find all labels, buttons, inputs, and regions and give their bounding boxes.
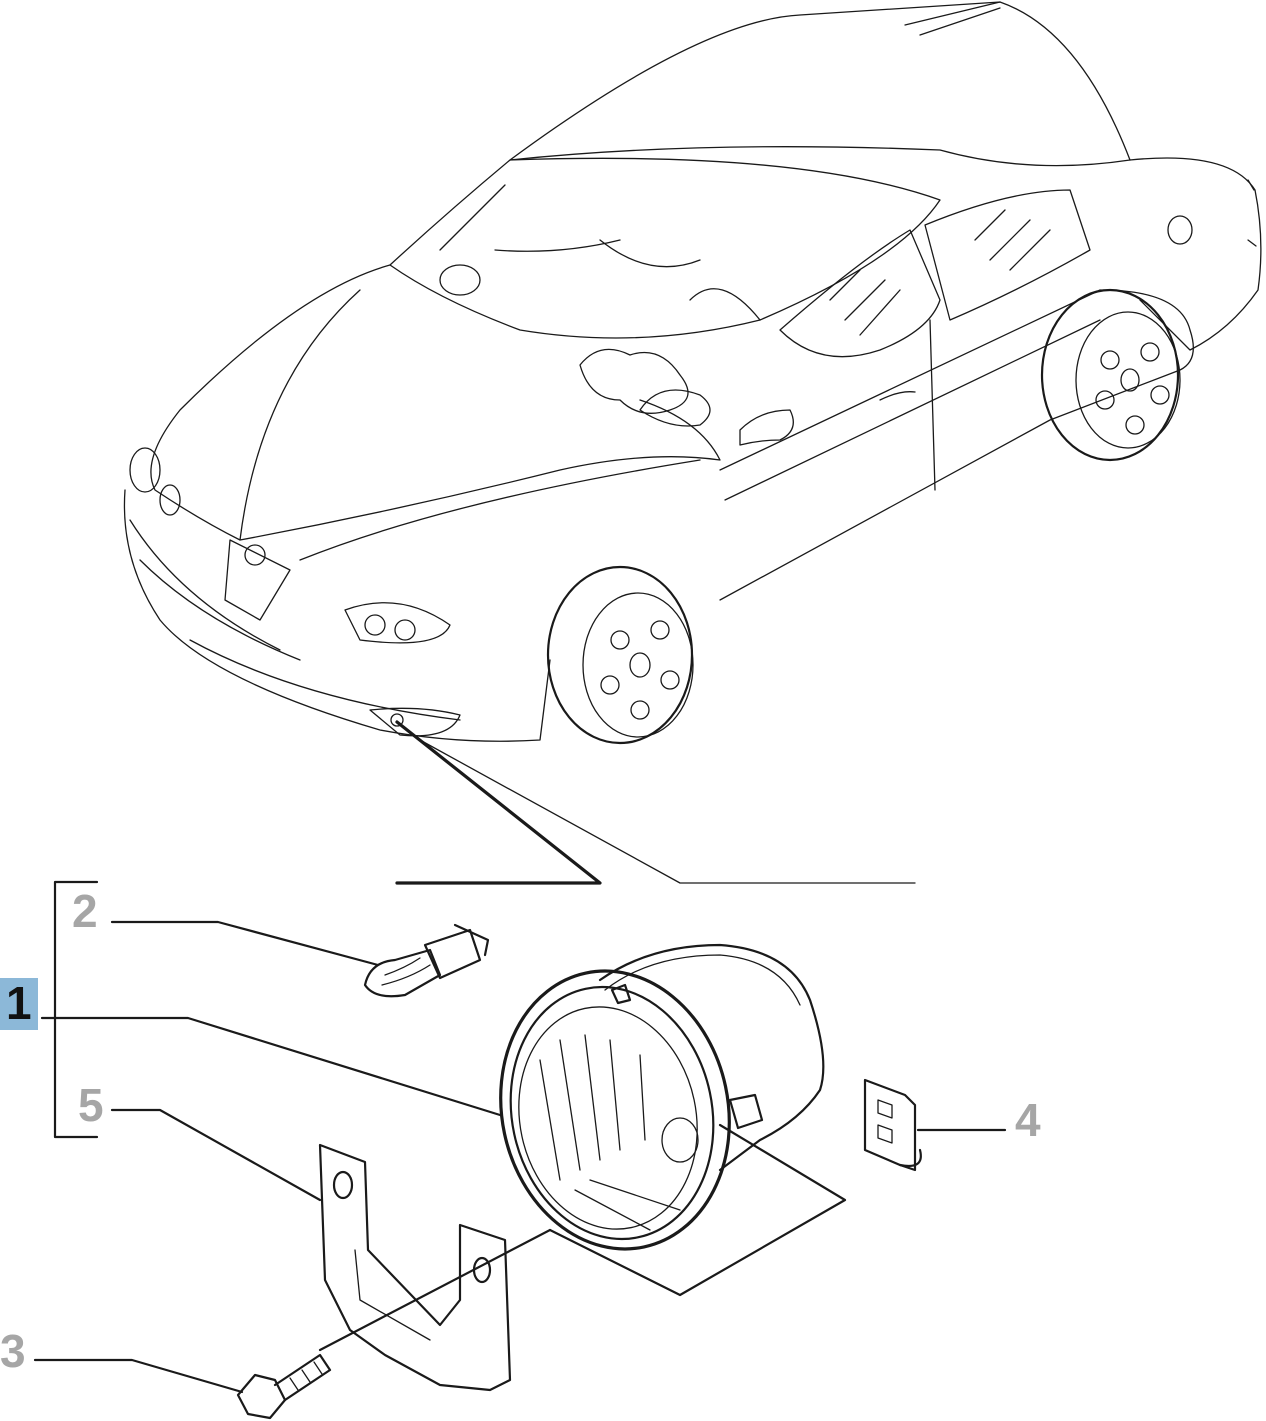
assembly-lines	[318, 1123, 847, 1352]
car-body-side	[719, 289, 1194, 601]
callout-part-2[interactable]: 2	[72, 885, 98, 937]
car-rear-wheel	[1040, 288, 1181, 462]
car-front-wheel	[546, 565, 694, 745]
mounting-bracket	[318, 1143, 512, 1392]
bolt	[236, 1353, 332, 1420]
car-right-headlight	[344, 602, 451, 644]
car-grille	[224, 539, 291, 621]
callout-leaders	[33, 920, 1007, 1394]
leader-part-2	[110, 920, 380, 967]
callout-part-3[interactable]: 3	[0, 1325, 26, 1377]
callout-part-5[interactable]: 5	[78, 1079, 104, 1131]
fog-lamp	[499, 943, 825, 1251]
clip	[863, 1078, 922, 1172]
car-roof	[509, 1, 1131, 167]
leader-part-3	[33, 1358, 244, 1394]
assembly-bracket	[53, 880, 99, 1139]
car-mirror	[739, 409, 794, 446]
car-bumper	[123, 489, 551, 742]
callout-part-4[interactable]: 4	[1015, 1094, 1041, 1146]
car-illustration	[123, 1, 1262, 745]
car-hood	[150, 264, 721, 541]
callout-part-1[interactable]: 1	[0, 978, 38, 1030]
car-side-windows	[779, 229, 941, 358]
bulb	[363, 923, 490, 998]
car-windshield	[389, 157, 941, 339]
car-seats	[579, 348, 689, 414]
leader-part-5	[110, 1108, 322, 1202]
car-rear	[1129, 157, 1262, 351]
car-left-headlight	[129, 447, 161, 493]
leader-part-1	[40, 1016, 502, 1117]
detail-leader	[395, 720, 916, 885]
